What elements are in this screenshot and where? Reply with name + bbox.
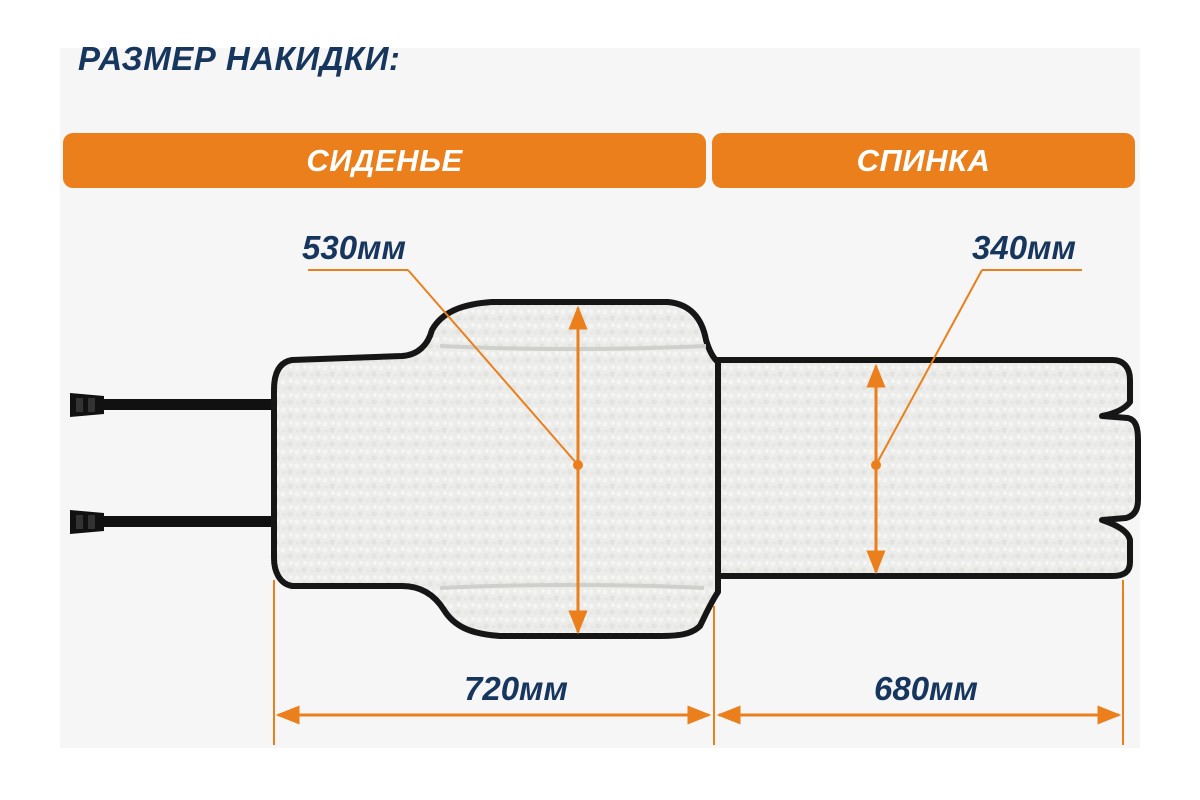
back-height-dot	[871, 460, 881, 470]
section-header-seat: СИДЕНЬЕ	[63, 133, 706, 188]
seat-height-dot	[573, 460, 583, 470]
seat-cushion	[271, 299, 721, 639]
backrest-cushion	[715, 357, 1141, 579]
page-title: РАЗМЕР НАКИДКИ:	[78, 40, 401, 77]
section-header-back: СПИНКА	[712, 133, 1135, 188]
strap-lower	[70, 510, 278, 534]
strap-upper	[70, 393, 278, 417]
seat-width-label: 720мм	[464, 670, 568, 707]
seat-height-label: 530мм	[302, 229, 406, 266]
back-width-label: 680мм	[874, 670, 978, 707]
back-height-label: 340мм	[972, 229, 1076, 266]
